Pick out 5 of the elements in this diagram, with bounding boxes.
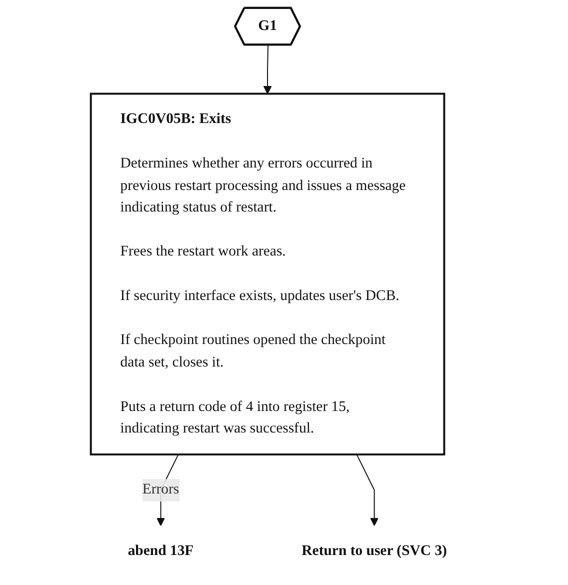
node-box xyxy=(90,92,446,456)
node-text: Return to user (SVC 3) xyxy=(302,543,448,559)
arrow xyxy=(356,454,379,526)
node-text: abend 13F xyxy=(128,543,194,559)
arrow xyxy=(264,44,272,94)
